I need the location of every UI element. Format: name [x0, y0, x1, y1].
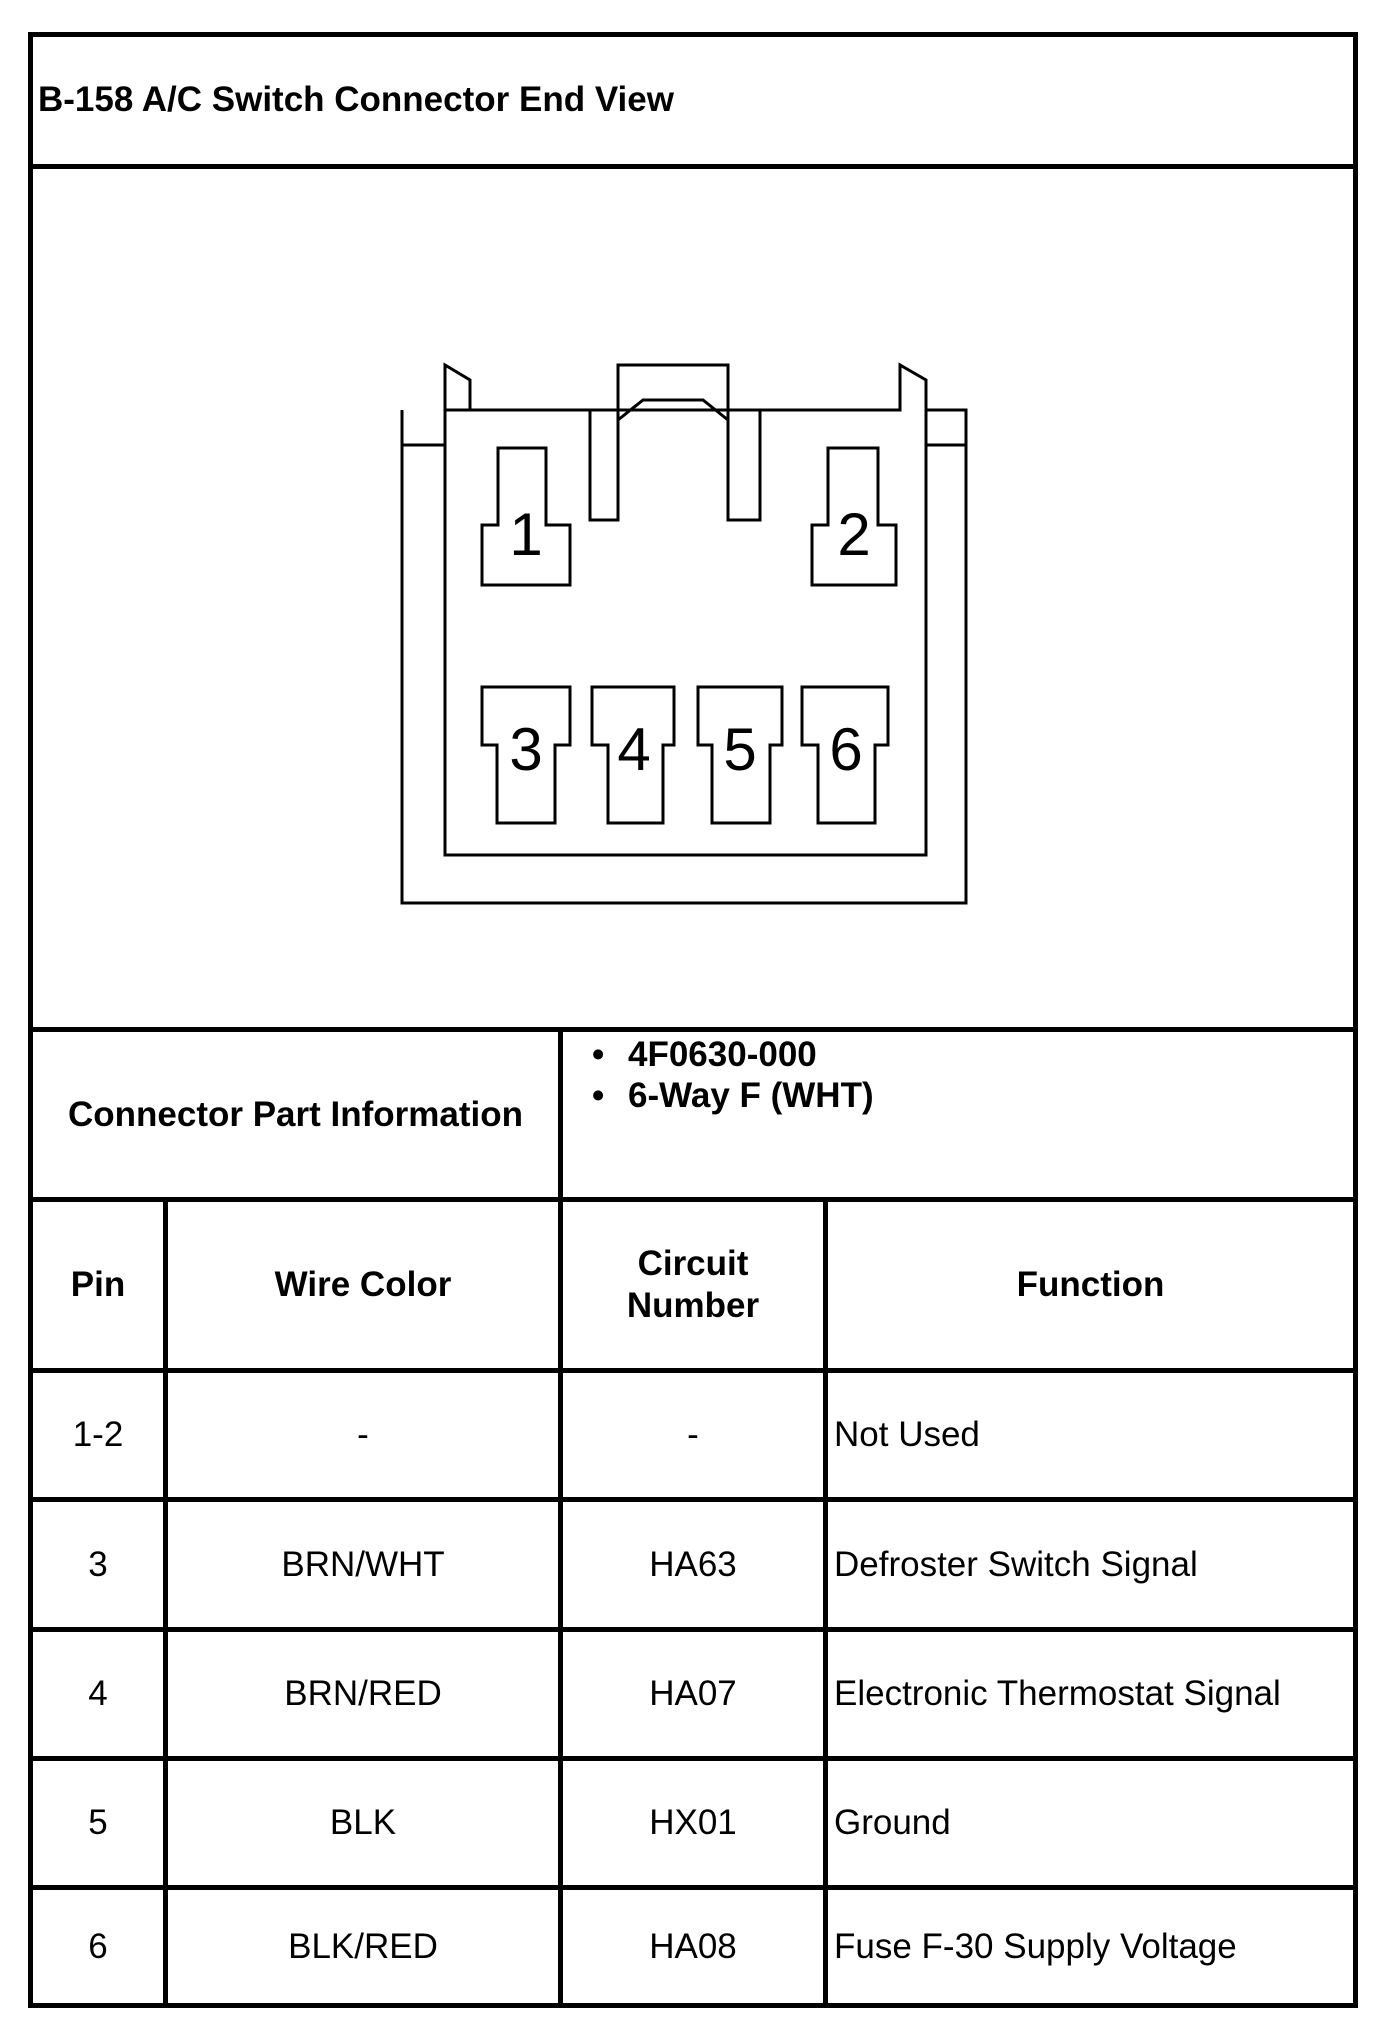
center-latch-inner	[617, 398, 729, 422]
rule-row-2	[33, 1627, 1353, 1632]
cell-circuit: -	[687, 1415, 699, 1454]
cell-wire-color: BLK	[329, 1803, 397, 1842]
part-info-list: 4F0630-000 6-Way F (WHT)	[592, 1034, 874, 1116]
part-number: 4F0630-000	[592, 1034, 874, 1075]
rule-title	[33, 164, 1353, 169]
pin-label-4: 4	[617, 716, 650, 783]
cell-wire-color: -	[357, 1415, 369, 1454]
header-circuit-number: Circuit Number	[563, 1202, 823, 1368]
rule-row-4	[33, 1885, 1353, 1890]
rule-header	[33, 1368, 1353, 1373]
cell-function: Fuse F-30 Supply Voltage	[834, 1926, 1237, 1966]
page-title: B-158 A/C Switch Connector End View	[38, 79, 674, 119]
terminal-3	[480, 685, 572, 825]
part-description: 6-Way F (WHT)	[592, 1075, 874, 1116]
col-rule-circuit	[823, 1197, 828, 2003]
cell-wire-color: BLK/RED	[288, 1926, 438, 1966]
connector-housing-outer	[400, 362, 968, 905]
header-pin: Pin	[70, 1265, 126, 1304]
cell-circuit: HA63	[649, 1544, 737, 1584]
header-wire-color: Wire Color	[274, 1265, 452, 1304]
pin-label-2: 2	[837, 501, 870, 568]
header-circuit-line2: Number	[626, 1286, 760, 1325]
pin-label-1: 1	[509, 501, 542, 568]
center-latch	[588, 363, 762, 522]
col-rule-pin	[163, 1197, 168, 2003]
terminal-2	[810, 446, 898, 587]
cell-wire-color: BRN/RED	[284, 1674, 442, 1713]
connector-sheet: B-158 A/C Switch Connector End View Conn…	[28, 32, 1358, 2008]
col-rule-part	[558, 1027, 563, 1202]
cell-pin: 6	[88, 1926, 108, 1966]
terminal-1	[480, 446, 572, 587]
pin-label-3: 3	[509, 716, 542, 783]
terminal-5	[696, 685, 784, 825]
pin-label-6: 6	[829, 716, 862, 783]
cell-pin: 4	[88, 1674, 108, 1713]
pin-label-5: 5	[723, 716, 756, 783]
cell-function: Defroster Switch Signal	[834, 1544, 1198, 1584]
terminal-6	[800, 685, 890, 825]
cell-pin: 1-2	[72, 1415, 124, 1454]
col-rule-wire	[558, 1197, 563, 2003]
rule-diagram	[33, 1027, 1353, 1032]
cell-wire-color: BRN/WHT	[281, 1544, 445, 1584]
cell-pin: 3	[88, 1544, 108, 1584]
header-circuit-line1: Circuit	[637, 1244, 749, 1283]
rule-part-info	[33, 1197, 1353, 1202]
terminal-4	[590, 685, 676, 825]
cell-function: Electronic Thermostat Signal	[834, 1674, 1281, 1713]
cell-circuit: HA08	[649, 1926, 737, 1966]
rule-row-3	[33, 1756, 1353, 1761]
header-function: Function	[1016, 1265, 1165, 1304]
cell-circuit: HA07	[649, 1674, 737, 1713]
connector-cavity	[443, 410, 928, 857]
part-info-label: Connector Part Information	[67, 1094, 524, 1134]
rule-row-1	[33, 1497, 1353, 1502]
cell-circuit: HX01	[649, 1803, 737, 1842]
cell-function: Not Used	[834, 1415, 980, 1454]
cell-function: Ground	[834, 1803, 951, 1842]
cell-pin: 5	[88, 1803, 108, 1842]
